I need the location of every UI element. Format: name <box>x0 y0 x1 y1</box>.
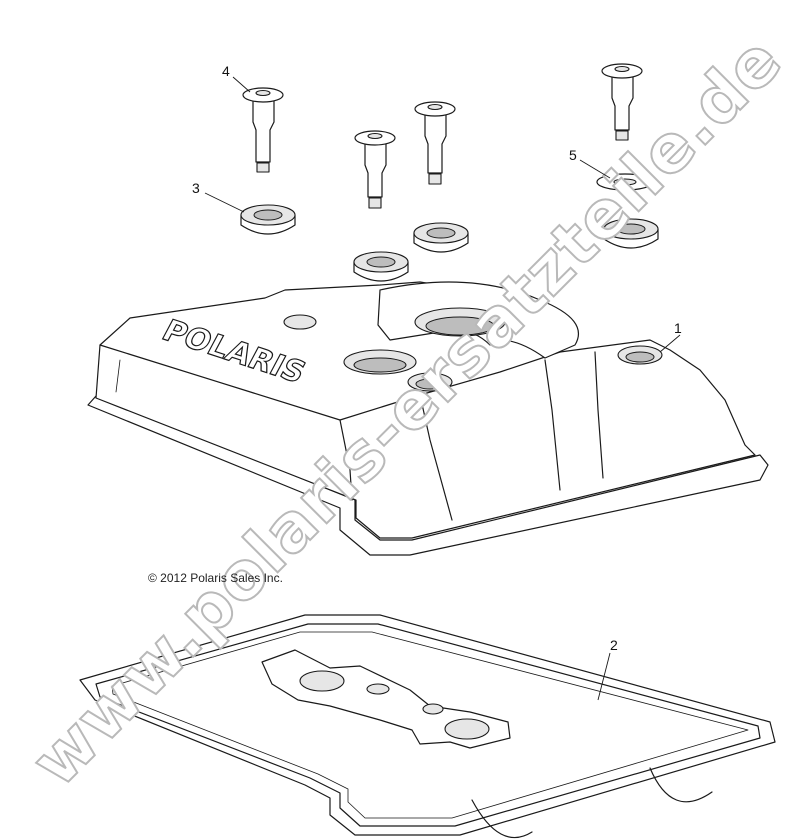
callout-3: 3 <box>192 180 200 196</box>
shoulder-bolt <box>601 63 643 141</box>
valve-cover: POLARIS <box>87 281 769 556</box>
callout-1: 1 <box>674 320 682 336</box>
shoulder-bolts <box>242 63 643 209</box>
seal-grommet <box>413 222 469 253</box>
seal-grommet <box>240 204 296 235</box>
shoulder-bolt <box>242 87 284 173</box>
valve-cover-gasket <box>79 614 776 839</box>
seal-grommet <box>603 218 659 249</box>
flat-washer <box>596 173 654 191</box>
callout-5: 5 <box>569 147 577 163</box>
seal-grommet <box>353 251 409 282</box>
grommet-seals <box>240 204 659 282</box>
callout-2: 2 <box>610 637 618 653</box>
shoulder-bolt <box>354 130 396 209</box>
callouts: 1 2 3 4 5 <box>192 63 682 701</box>
shoulder-bolt <box>414 101 456 185</box>
callout-4: 4 <box>222 63 230 79</box>
copyright-text: © 2012 Polaris Sales Inc. <box>148 571 283 585</box>
